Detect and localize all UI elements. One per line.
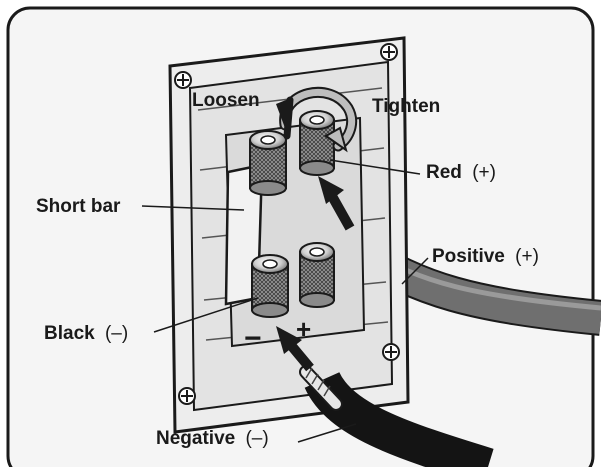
label-red-text: Red	[426, 162, 462, 183]
terminal-post-top-left	[249, 130, 287, 196]
insert-arrow-icon	[318, 176, 355, 231]
terminal-post-bottom-left	[251, 254, 289, 318]
negative-cable	[299, 365, 494, 467]
rotation-arrow-icon	[276, 86, 358, 153]
minus-mark: −	[244, 322, 262, 355]
label-positive: Positive (+)	[432, 246, 539, 267]
label-short-bar: Short bar	[36, 196, 121, 217]
screw-icon	[380, 43, 398, 61]
label-black-text: Black	[44, 323, 95, 344]
terminal-post-bottom-right	[299, 242, 335, 308]
label-loosen: Loosen	[192, 90, 260, 111]
label-tighten: Tighten	[372, 96, 440, 117]
label-positive-text: Positive	[432, 246, 505, 267]
leader-line-black	[153, 297, 259, 333]
label-black-sign: (–)	[105, 323, 128, 344]
leader-line-red	[329, 159, 421, 175]
label-black: Black (–)	[44, 323, 128, 344]
leader-line-positive	[401, 257, 429, 285]
label-negative-sign: (–)	[245, 428, 268, 449]
screw-icon	[382, 343, 400, 361]
screw-icon	[178, 387, 196, 405]
label-red: Red (+)	[426, 162, 496, 183]
label-positive-sign: (+)	[515, 246, 539, 267]
label-red-sign: (+)	[472, 162, 496, 183]
leader-line-short-bar	[141, 205, 245, 211]
plus-mark: +	[296, 314, 311, 344]
terminal-post-top-right	[299, 110, 335, 176]
screw-icon	[174, 71, 192, 89]
insert-arrow-icon	[276, 326, 314, 372]
leader-line-negative	[297, 423, 357, 443]
label-negative-text: Negative	[156, 428, 235, 449]
label-negative: Negative (–)	[156, 428, 269, 449]
